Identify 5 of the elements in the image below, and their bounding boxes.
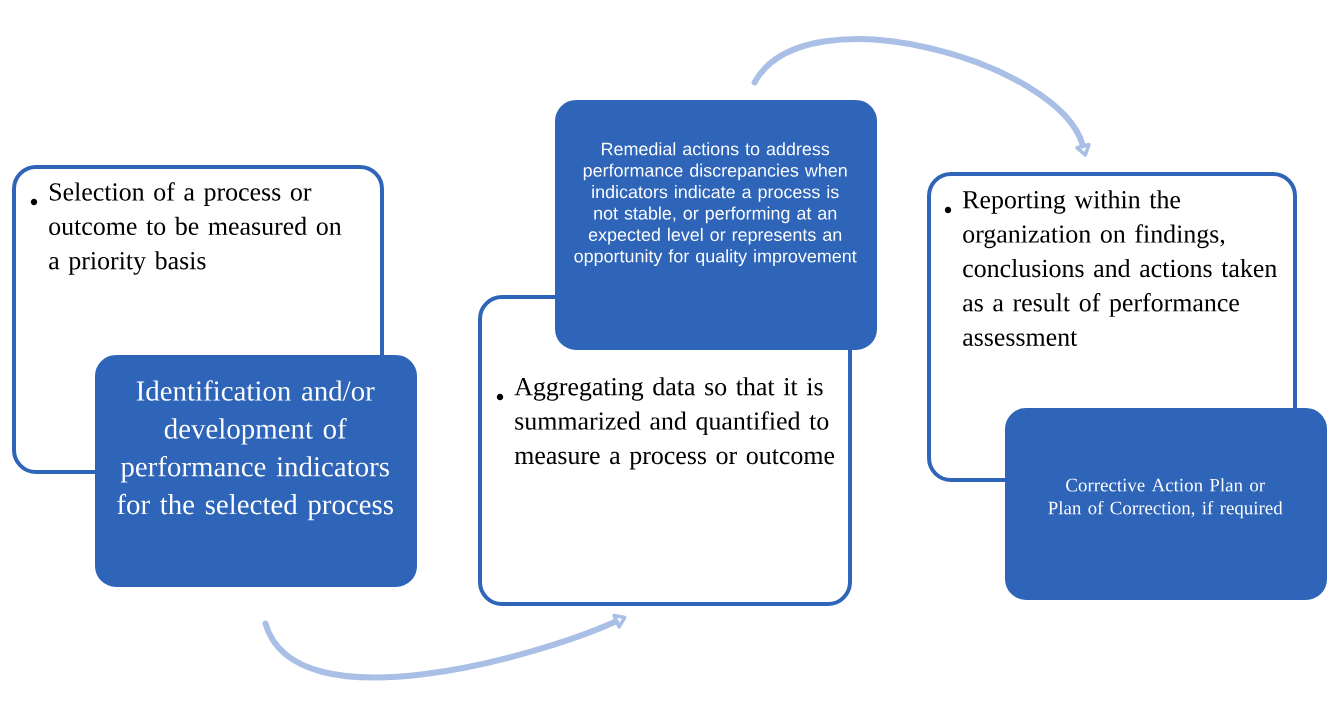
process-box: Corrective Action Plan or Plan of Correction, if required — [1005, 408, 1327, 600]
curved-arrow — [751, 36, 1091, 157]
process-box: Identification and/or development of performance indicators for the selected process — [95, 355, 417, 587]
curved-arrow — [262, 613, 627, 681]
process-box: Remedial actions to address performance discrepancies when indicators indicate a process is not stable, or performing at an expected level or represents an opportunity for quality improvement — [555, 100, 877, 350]
